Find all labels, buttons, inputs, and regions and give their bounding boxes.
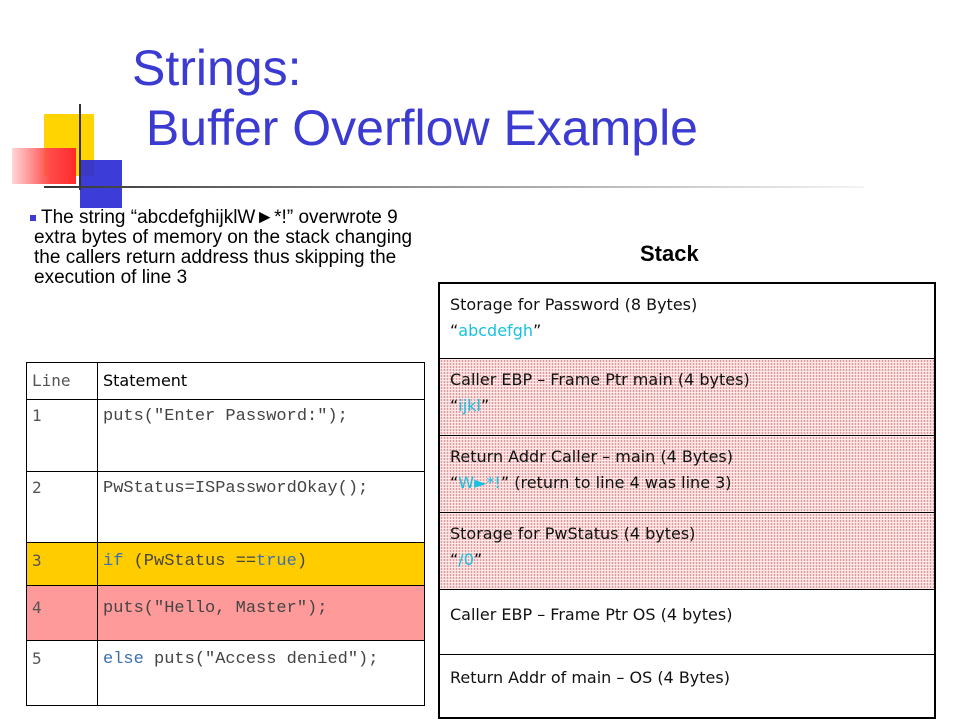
- quote-close: ”: [532, 321, 542, 340]
- header-line: Line: [26, 362, 98, 400]
- keyword: else: [103, 650, 144, 669]
- stack-cell: Storage for Password (8 Bytes) “abcdefgh…: [438, 282, 936, 359]
- line-number: 1: [26, 399, 98, 472]
- stack-cell-label: Caller EBP – Frame Ptr OS (4 bytes): [450, 605, 733, 624]
- statement-text: puts("Access denied");: [143, 650, 379, 669]
- stack-cell: Return Addr Caller – main (4 Bytes) “W►*…: [438, 435, 936, 513]
- quote-close: ”: [473, 550, 483, 569]
- statement: puts("Enter Password:");: [97, 399, 425, 472]
- statement: PwStatus=ISPasswordOkay();: [97, 471, 425, 543]
- quote-open: “: [450, 473, 459, 492]
- stack-cell: Storage for PwStatus (4 bytes) “/0”: [438, 512, 936, 590]
- decor-vertical-line: [79, 104, 81, 190]
- quote-open: “: [450, 321, 459, 340]
- stack-cell-value-line: “/0”: [450, 547, 924, 573]
- table-row-highlight-yellow: 3 if (PwStatus ==true): [26, 542, 425, 586]
- table-row-highlight-red: 4 puts("Hello, Master");: [26, 585, 425, 641]
- keyword: if: [103, 552, 124, 571]
- quote-close: ”: [500, 473, 510, 492]
- stack-row-overwritten: Return Addr Caller – main (4 Bytes) “W►*…: [438, 435, 936, 513]
- stack-value: /0: [458, 550, 474, 569]
- stack-cell: Return Addr of main – OS (4 Bytes): [438, 654, 936, 719]
- stack-cell-value-line: “ijkl”: [450, 393, 924, 419]
- decor-red-bar: [12, 148, 76, 184]
- stack-cell-label: Caller EBP – Frame Ptr main (4 bytes): [450, 370, 750, 389]
- stack-cell-value-line: “abcdefgh”: [450, 318, 924, 344]
- stack-cell: Caller EBP – Frame Ptr main (4 bytes) “i…: [438, 358, 936, 436]
- code-table-header: Line Statement: [26, 362, 425, 400]
- stack-cell-label: Storage for Password (8 Bytes): [450, 295, 698, 314]
- bullet-marker-icon: [30, 214, 36, 221]
- stack-row-overwritten: Caller EBP – Frame Ptr main (4 bytes) “i…: [438, 358, 936, 436]
- title-line2: Buffer Overflow Example: [145, 100, 698, 156]
- header-statement: Statement: [97, 362, 425, 400]
- quote-open: “: [450, 396, 459, 415]
- stack-value: ijkl: [458, 396, 481, 415]
- stack-row-overwritten: Storage for PwStatus (4 bytes) “/0”: [438, 512, 936, 590]
- decor-blue-square: [80, 160, 122, 208]
- stack-cell-label: Return Addr of main – OS (4 Bytes): [450, 668, 730, 687]
- table-row: 5 else puts("Access denied");: [26, 640, 425, 706]
- code-table: Line Statement 1 puts("Enter Password:")…: [26, 362, 425, 706]
- stack-row: Caller EBP – Frame Ptr OS (4 bytes): [438, 589, 936, 655]
- line-number: 5: [26, 640, 98, 706]
- keyword: true: [256, 552, 297, 571]
- statement: else puts("Access denied");: [97, 640, 425, 706]
- decor-horizontal-line: [44, 186, 864, 188]
- bullet-point: The string “abcdefghijklW►*!” overwrote …: [30, 207, 414, 288]
- stack-cell-label: Return Addr Caller – main (4 Bytes): [450, 447, 733, 466]
- slide-title: Strings: Buffer Overflow Example: [132, 38, 698, 158]
- stack-label: Stack: [640, 241, 699, 266]
- stack-note: (return to line 4 was line 3): [509, 473, 732, 492]
- quote-open: “: [450, 550, 459, 569]
- table-row: 2 PwStatus=ISPasswordOkay();: [26, 471, 425, 543]
- stack-cell-label: Storage for PwStatus (4 bytes): [450, 524, 696, 543]
- line-number: 3: [26, 542, 98, 586]
- stack-table: Storage for Password (8 Bytes) “abcdefgh…: [438, 282, 936, 719]
- stack-cell: Caller EBP – Frame Ptr OS (4 bytes): [438, 589, 936, 655]
- statement-end: ): [296, 552, 308, 571]
- statement-text: (PwStatus ==: [123, 552, 257, 571]
- stack-row: Return Addr of main – OS (4 Bytes): [438, 654, 936, 719]
- table-row: 1 puts("Enter Password:");: [26, 399, 425, 472]
- stack-row: Storage for Password (8 Bytes) “abcdefgh…: [438, 282, 936, 359]
- line-number: 2: [26, 471, 98, 543]
- statement: if (PwStatus ==true): [97, 542, 425, 586]
- quote-close: ”: [480, 396, 490, 415]
- stack-value: abcdefgh: [458, 321, 533, 340]
- stack-cell-value-line: “W►*!” (return to line 4 was line 3): [450, 470, 924, 496]
- statement: puts("Hello, Master");: [97, 585, 425, 641]
- stack-value: W►*!: [458, 473, 501, 492]
- line-number: 4: [26, 585, 98, 641]
- bullet-text: The string “abcdefghijklW►*!” overwrote …: [34, 207, 413, 288]
- title-line1: Strings:: [132, 40, 302, 96]
